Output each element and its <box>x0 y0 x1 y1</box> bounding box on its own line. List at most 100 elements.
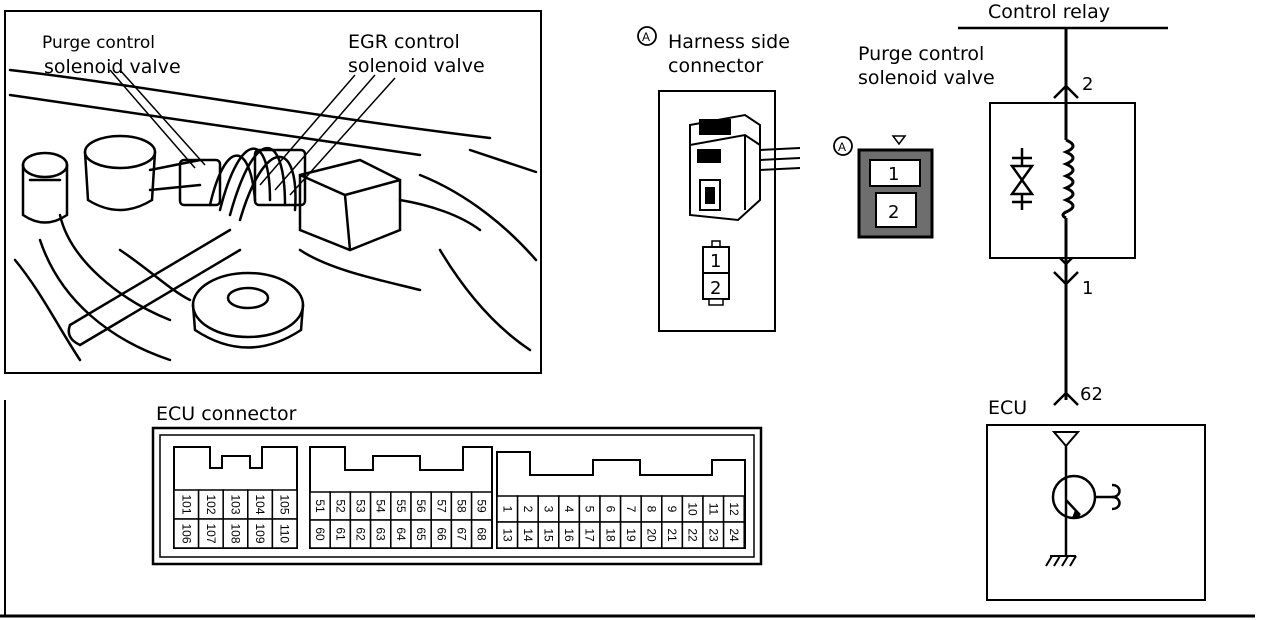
purge-connector-title-line2: solenoid valve <box>858 67 995 89</box>
ecu-pin-9: 9 <box>665 506 679 513</box>
engine-illustration-frame <box>4 10 542 374</box>
ecu-pin-68: 68 <box>475 527 489 541</box>
ecu-pin-19: 19 <box>624 528 638 542</box>
ecu-pin-23: 23 <box>706 528 720 542</box>
ecu-pin-5: 5 <box>583 506 597 513</box>
ecu-pin-54: 54 <box>374 499 388 513</box>
purge-connector-title-line1: Purge control <box>858 43 984 65</box>
ecu-pin-cell <box>271 518 298 549</box>
ecu-pin-57: 57 <box>434 499 448 513</box>
ecu-pin-6: 6 <box>603 506 617 513</box>
ecu-pin-cell <box>722 521 745 549</box>
ecu-input-arrow-icon <box>1051 431 1081 448</box>
ecu-pin-14: 14 <box>521 528 535 542</box>
ecu-pin-cell <box>197 489 224 520</box>
solenoid-coil-icon <box>1061 138 1075 220</box>
ecu-pin-60: 60 <box>313 527 327 541</box>
harness-connector-panel: A Harness side connector 1 2 <box>637 26 801 332</box>
purge-solenoid-box <box>989 102 1136 259</box>
purge-valve-label-line1: Purge control <box>42 33 155 53</box>
valve-symbol-icon <box>1009 148 1035 210</box>
ecu-pin-55: 55 <box>394 499 408 513</box>
ecu-pin-59: 59 <box>475 499 489 513</box>
purge-connector-pin-2: 2 <box>888 202 899 223</box>
purge-marker-a: A <box>833 136 853 156</box>
harness-connector-frame <box>658 90 776 332</box>
ecu-pin-24: 24 <box>727 528 741 542</box>
ecu-pin-102: 102 <box>204 494 218 514</box>
harness-title-line2: connector <box>668 55 763 77</box>
ecu-pin-67: 67 <box>455 527 469 541</box>
harness-pin-diagram: 1 2 <box>702 240 730 306</box>
purge-connector-key-icon <box>891 135 907 146</box>
harness-title-line1: Harness side <box>668 31 790 53</box>
ecu-pin-17: 17 <box>583 528 597 542</box>
ecu-pin-103: 103 <box>229 494 243 514</box>
harness-connector-drawing <box>689 113 801 222</box>
ecu-pin-11: 11 <box>706 503 720 516</box>
ecu-pin-16: 16 <box>562 528 576 542</box>
purge-connector-panel: Purge control solenoid valve A 1 2 <box>833 43 995 239</box>
ecu-pin-108: 108 <box>229 523 243 543</box>
ecu-pin-104: 104 <box>253 494 267 514</box>
ecu-pin-cell <box>247 518 274 549</box>
ecu-pin-15: 15 <box>542 528 556 542</box>
ecu-pin-106: 106 <box>179 523 193 543</box>
svg-text:A: A <box>642 30 650 44</box>
ecu-pin-18: 18 <box>603 528 617 542</box>
ecu-pin-8: 8 <box>645 506 659 513</box>
harness-pin-2: 2 <box>710 278 721 299</box>
ecu-pin-56: 56 <box>414 499 428 513</box>
ecu-pin-65: 65 <box>414 527 428 541</box>
ecu-pin-2: 2 <box>521 506 535 513</box>
ecu-pin-64: 64 <box>394 527 408 541</box>
engine-illustration: Purge control solenoid valve EGR control… <box>4 10 542 374</box>
ecu-pin-3: 3 <box>542 506 556 513</box>
harness-pin-1: 1 <box>710 251 721 272</box>
svg-text:A: A <box>838 140 846 154</box>
ecu-pin-1: 1 <box>500 506 514 513</box>
egr-valve-label-line2: solenoid valve <box>348 55 485 77</box>
ecu-box <box>986 424 1206 601</box>
ecu-pin-52: 52 <box>333 499 347 513</box>
ecu-pin-10: 10 <box>686 502 700 516</box>
ecu-pin-66: 66 <box>434 527 448 541</box>
egr-valve-label-line1: EGR control <box>348 31 460 53</box>
ecu-pin-58: 58 <box>455 499 469 513</box>
purge-connector-pin-1: 1 <box>888 164 899 185</box>
terminal-2-label: 2 <box>1082 74 1093 95</box>
ecu-pin-61: 61 <box>333 527 347 541</box>
ecu-pin-20: 20 <box>645 528 659 542</box>
ground-icon <box>1045 555 1077 567</box>
ecu-pin-62: 62 <box>354 527 368 541</box>
harness-marker-a: A <box>637 26 657 46</box>
ecu-pin-101: 101 <box>179 494 193 514</box>
ecu-pin-12: 12 <box>727 502 741 516</box>
ecu-pin-cell <box>271 489 298 520</box>
terminal-1-label: 1 <box>1082 278 1093 299</box>
ecu-pin-21: 21 <box>665 528 679 542</box>
circuit-schematic: Control relay 2 1 62 ECU <box>958 1 1206 601</box>
ecu-pin-4: 4 <box>562 506 576 513</box>
ecu-pin-110: 110 <box>278 524 292 543</box>
ecu-pin-cell <box>222 518 249 549</box>
ecu-pin-22: 22 <box>686 528 700 542</box>
ecu-connector-title: ECU connector <box>156 403 297 425</box>
ecu-pin-105: 105 <box>278 494 292 514</box>
ecu-pin-13: 13 <box>500 528 514 542</box>
control-relay-label: Control relay <box>988 1 1110 23</box>
ecu-pin-107: 107 <box>204 523 218 543</box>
ecu-pin-63: 63 <box>374 527 388 541</box>
ecu-pin-cell <box>197 518 224 549</box>
ecu-label: ECU <box>988 397 1027 419</box>
ecu-terminal-62-label: 62 <box>1080 384 1103 405</box>
purge-valve-label-line2: solenoid valve <box>44 56 181 78</box>
ecu-pin-cell <box>470 519 493 549</box>
ecu-pin-53: 53 <box>354 499 368 513</box>
